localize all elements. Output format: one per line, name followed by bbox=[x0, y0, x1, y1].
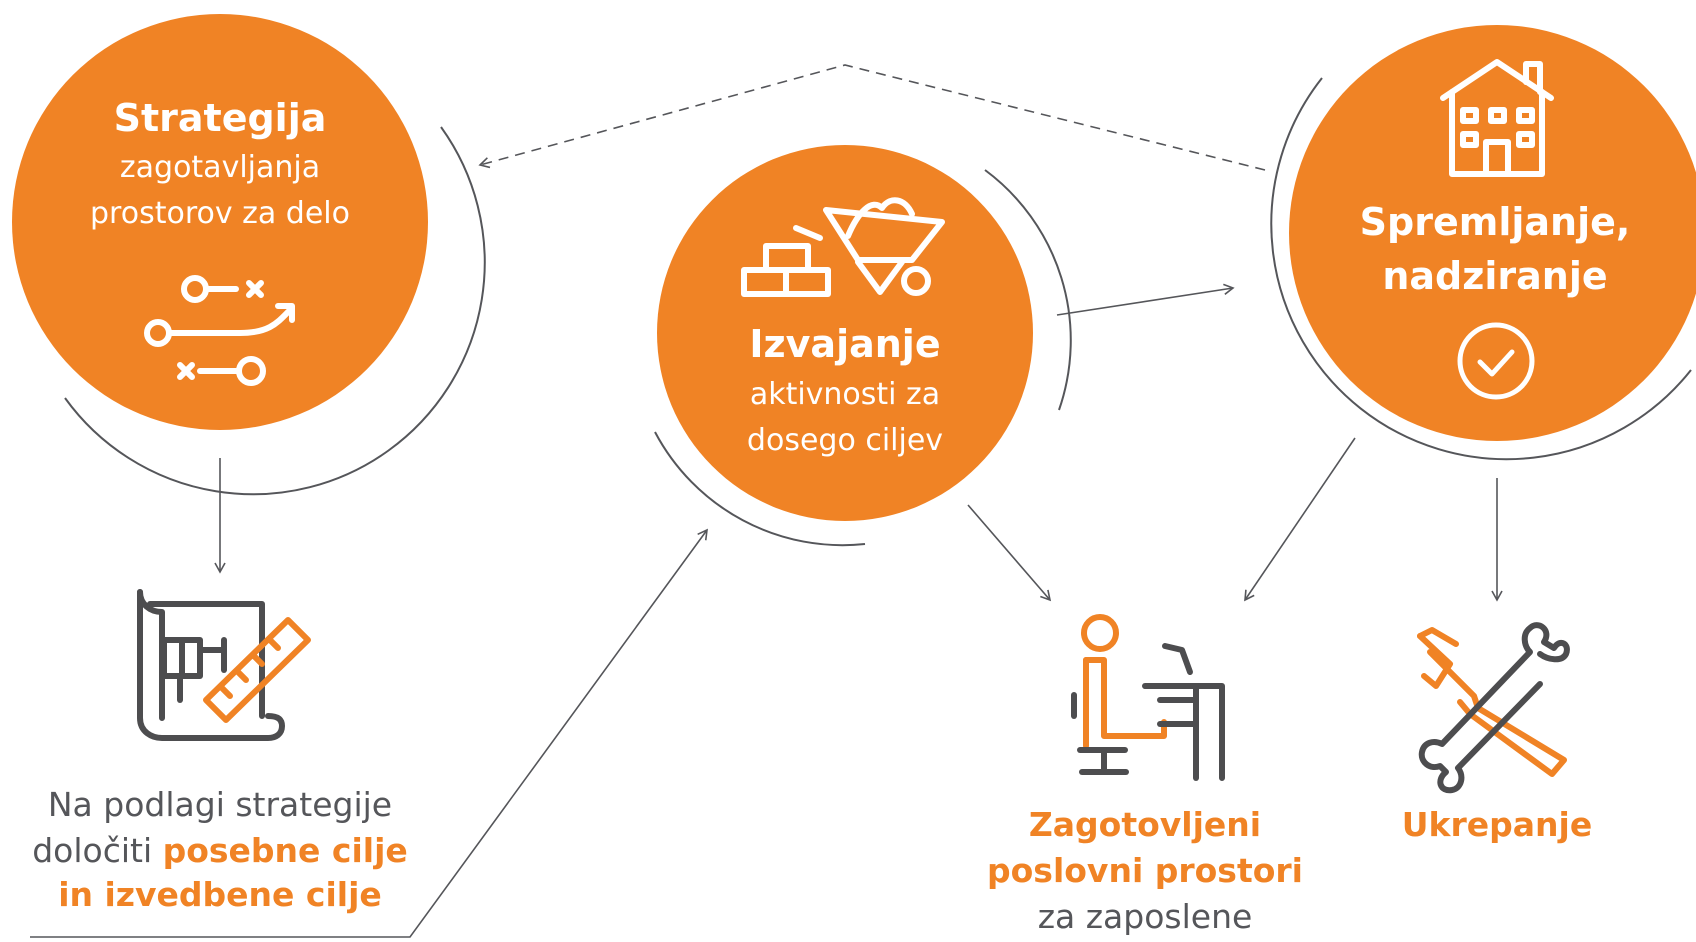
workstation-icon bbox=[1071, 614, 1225, 781]
bricks-icon bbox=[741, 243, 831, 297]
circle-spremljanje bbox=[1289, 25, 1696, 441]
strategija-subtitle-1: zagotavljanja bbox=[119, 150, 321, 185]
izvajanje-subtitle-1: aktivnosti za bbox=[749, 377, 941, 412]
tools-icon bbox=[1417, 622, 1570, 794]
arc-izvajanje-upper bbox=[984, 169, 1072, 411]
arc-strategija bbox=[64, 126, 486, 496]
route-plan-icon bbox=[144, 275, 295, 386]
izvajanje-subtitle-2: dosego ciljev bbox=[746, 423, 944, 458]
building-icon bbox=[1440, 59, 1554, 177]
cilji-text-line-1: Na podlagi strategije bbox=[47, 785, 393, 824]
dashed-feedback-arrow bbox=[478, 64, 1266, 171]
cilji-bold-text-2: in izvedbene cilje bbox=[58, 875, 382, 914]
strategija-subtitle-2: prostorov za delo bbox=[90, 196, 350, 231]
cilji-plain-text: določiti bbox=[32, 831, 163, 870]
arrow-izvajanje-to-prostori bbox=[967, 504, 1052, 602]
spremljanje-title-1: Spremljanje, bbox=[1359, 200, 1631, 244]
arc-spremljanje bbox=[1270, 77, 1692, 461]
connectors bbox=[30, 64, 1503, 938]
arrow-cilji-to-izvajanje bbox=[30, 528, 708, 938]
prostori-line-1: Zagotovljeni bbox=[1028, 805, 1262, 844]
prostori-line-3: za zaposlene bbox=[1037, 897, 1253, 936]
circle-izvajanje bbox=[657, 145, 1033, 521]
arrow-spremljanje-to-prostori bbox=[1244, 437, 1356, 602]
arrow-izvajanje-to-spremljanje bbox=[1056, 283, 1235, 316]
prostori-line-2: poslovni prostori bbox=[987, 851, 1303, 890]
izvajanje-title: Izvajanje bbox=[749, 322, 941, 366]
strategija-title: Strategija bbox=[113, 96, 327, 140]
arc-izvajanje-lower bbox=[654, 431, 866, 547]
blueprint-icon bbox=[137, 589, 311, 741]
cilji-text-line-2: določiti posebne cilje bbox=[10, 831, 430, 871]
circle-strategija bbox=[12, 14, 428, 430]
spremljanje-title-2: nadziranje bbox=[1382, 254, 1608, 298]
check-circle-icon bbox=[1457, 322, 1535, 400]
ukrepanje-label: Ukrepanje bbox=[1401, 805, 1593, 844]
wheelbarrow-icon bbox=[793, 197, 945, 296]
cilji-bold-text-1: posebne cilje bbox=[162, 831, 408, 870]
